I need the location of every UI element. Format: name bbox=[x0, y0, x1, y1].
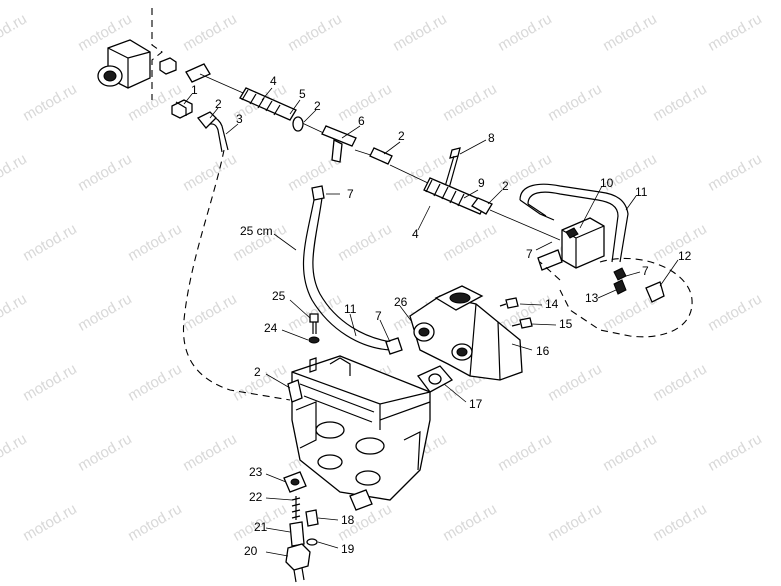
callout-13: 13 bbox=[585, 291, 599, 305]
callout-8: 8 bbox=[488, 131, 495, 145]
spring-9 bbox=[423, 177, 493, 215]
callout-25: 25 bbox=[272, 289, 286, 303]
callout-7b: 7 bbox=[526, 247, 533, 261]
callout-1: 1 bbox=[191, 83, 198, 97]
callout-23: 23 bbox=[249, 465, 263, 479]
callout-15: 15 bbox=[559, 317, 573, 331]
gasket-17 bbox=[416, 365, 454, 393]
callout-3: 3 bbox=[236, 112, 243, 126]
hose-11-upper bbox=[519, 183, 629, 263]
exhaust-manifold-16 bbox=[409, 285, 523, 381]
callout-14: 14 bbox=[545, 297, 559, 311]
callout-11a: 11 bbox=[635, 185, 648, 199]
pump-fitting bbox=[97, 8, 177, 100]
callout-25cm: 25 cm bbox=[240, 224, 273, 238]
callout-17: 17 bbox=[469, 397, 483, 411]
callout-4a: 4 bbox=[270, 74, 277, 88]
sleeve-2c bbox=[369, 147, 393, 165]
tee-6 bbox=[321, 125, 357, 163]
washer-19 bbox=[306, 538, 318, 546]
engine-manifold bbox=[291, 355, 431, 511]
clamp-23 bbox=[283, 471, 307, 493]
callout-26: 26 bbox=[394, 295, 408, 309]
screw-25 bbox=[309, 313, 319, 334]
callout-2b: 2 bbox=[314, 99, 321, 113]
washer-24 bbox=[308, 336, 320, 344]
callout-16: 16 bbox=[536, 344, 550, 358]
leader-lines bbox=[183, 87, 679, 557]
callout-21: 21 bbox=[254, 520, 268, 534]
valve-bracket bbox=[537, 217, 605, 271]
callout-10: 10 bbox=[600, 176, 614, 190]
callout-12: 12 bbox=[678, 249, 692, 263]
callout-2d: 2 bbox=[502, 179, 509, 193]
callout-5: 5 bbox=[299, 87, 306, 101]
callout-18: 18 bbox=[341, 513, 355, 527]
bolt-14 bbox=[499, 297, 519, 309]
callout-6: 6 bbox=[358, 114, 365, 128]
callout-7c: 7 bbox=[642, 264, 649, 278]
hose-3 bbox=[196, 111, 229, 153]
fitting-2e bbox=[287, 379, 303, 403]
spring-4 bbox=[239, 87, 304, 132]
callout-4b: 4 bbox=[412, 227, 419, 241]
callout-2a: 2 bbox=[215, 97, 222, 111]
fitting-18 bbox=[305, 509, 319, 527]
callout-11b: 11 bbox=[344, 302, 357, 316]
callout-9: 9 bbox=[478, 176, 485, 190]
bolt-15 bbox=[511, 317, 533, 329]
callout-7a: 7 bbox=[347, 187, 354, 201]
callout-22: 22 bbox=[249, 490, 263, 504]
callout-24: 24 bbox=[264, 321, 278, 335]
spring-22 bbox=[291, 496, 301, 520]
callout-2e: 2 bbox=[254, 365, 261, 379]
callout-19: 19 bbox=[341, 542, 355, 556]
callout-2c: 2 bbox=[398, 129, 405, 143]
valve-20 bbox=[285, 543, 311, 583]
callout-7d: 7 bbox=[375, 309, 382, 323]
sleeve-upper bbox=[185, 63, 211, 83]
callout-20: 20 bbox=[244, 544, 258, 558]
fitting-1 bbox=[171, 99, 193, 119]
hose-25cm bbox=[302, 185, 403, 355]
body-21 bbox=[289, 521, 305, 547]
